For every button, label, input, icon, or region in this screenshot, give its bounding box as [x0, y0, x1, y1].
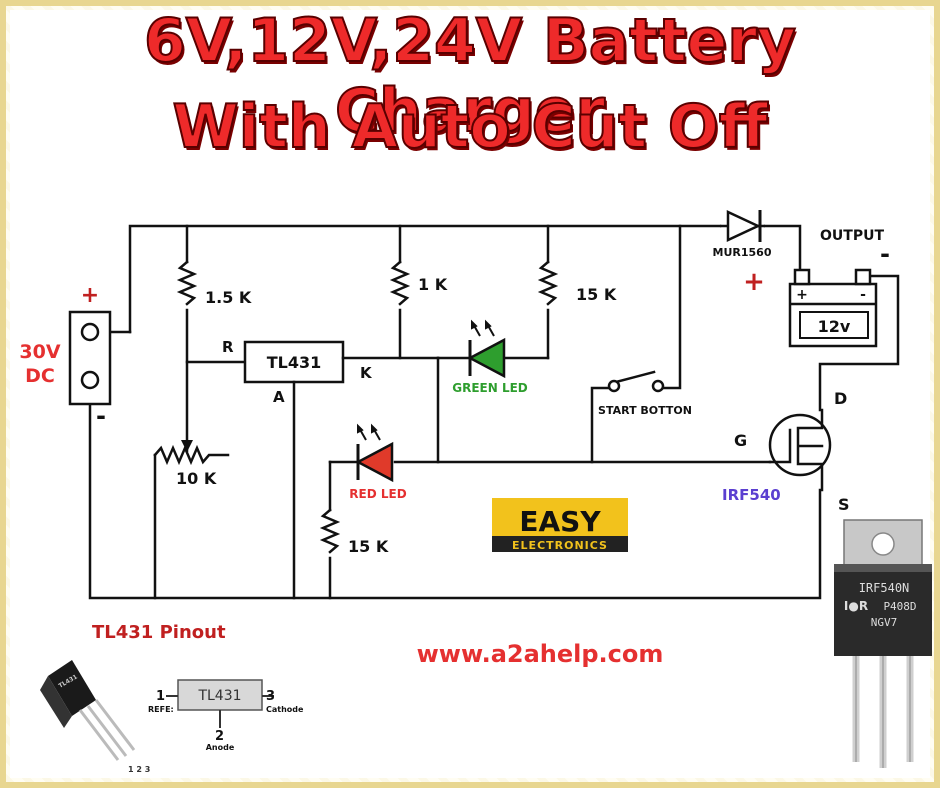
resistor-15k-bottom-label: 15 K	[348, 537, 389, 556]
resistor-15k-bottom	[319, 508, 341, 554]
start-button-label: START BOTTON	[598, 404, 692, 417]
green-led	[467, 319, 506, 379]
pot-arrow	[181, 440, 193, 452]
potentiometer-label: 10 K	[176, 469, 217, 488]
tl431-pin-schematic: TL431 1 REFE: 3 Cathode 2 Anode	[148, 679, 304, 752]
wire-start-right	[662, 224, 682, 390]
resistor-15k-top-label: 15 K	[576, 285, 617, 304]
to92-package-image: 1 2 3 TL431	[40, 660, 150, 774]
red-led	[355, 423, 394, 483]
logo-easy-text: EASY	[519, 505, 601, 538]
chip-label: TL431	[197, 688, 241, 704]
easy-electronics-logo: EASY ELECTRONICS	[492, 498, 628, 552]
pin-g-label: G	[734, 431, 747, 450]
pin-d-label: D	[834, 389, 847, 408]
pkg-brand: I●R	[844, 599, 868, 613]
supply-dc-label: DC	[25, 365, 55, 387]
pinout-title: TL431 Pinout	[92, 622, 226, 643]
pin2-number: 2	[215, 729, 224, 744]
output-minus-label: -	[880, 240, 890, 268]
green-led-label: GREEN LED	[452, 381, 528, 395]
start-contact-left	[607, 379, 621, 393]
pin3-number: 3	[266, 689, 275, 704]
irf540n-package-image: IRF540N I●R P408D NGV7	[834, 519, 932, 768]
pkg-line-1: IRF540N	[859, 581, 910, 595]
pin1-number: 1	[156, 689, 165, 704]
wire-r1-bottom	[185, 308, 247, 364]
pin-a-label: A	[273, 388, 285, 406]
red-led-label: RED LED	[349, 487, 406, 501]
pin1-name: REFE:	[148, 705, 174, 714]
pin-r-label: R	[222, 338, 234, 356]
plus-label: +	[81, 283, 99, 308]
diode-label: MUR1560	[713, 246, 772, 259]
potentiometer	[153, 444, 230, 466]
resistor-1k	[389, 260, 411, 306]
mosfet-gate	[768, 428, 792, 464]
content-area	[10, 10, 930, 778]
website-url: www.a2ahelp.com	[417, 640, 664, 668]
battery-plus-label: +	[796, 287, 808, 303]
wire-battery-minus	[818, 274, 900, 412]
wire-start-left	[590, 386, 610, 464]
logo-electronics-text: ELECTRONICS	[512, 539, 608, 552]
battery	[788, 268, 878, 348]
pin-k-label: K	[360, 364, 373, 382]
minus-label: -	[96, 402, 106, 430]
input-terminal	[68, 310, 112, 406]
resistor-1-5k	[176, 260, 198, 306]
title-line-1: 6V,12V,24V Battery Charger	[143, 5, 797, 147]
start-contact-right	[651, 379, 665, 393]
mosfet-label: IRF540	[722, 486, 781, 504]
wire-top-rail	[128, 224, 722, 334]
pin3-name: Cathode	[266, 705, 304, 714]
mosfet-channel	[796, 408, 824, 492]
resistor-1-5k-label: 1.5 K	[205, 288, 252, 307]
battery-minus-label: -	[860, 287, 866, 303]
diode-mur1560	[720, 210, 765, 242]
battery-voltage-label: 12v	[818, 317, 851, 336]
resistor-15k-top	[537, 260, 559, 306]
pin2-name: Anode	[206, 743, 235, 752]
start-switch	[614, 370, 656, 384]
wire-r2-bottom	[398, 308, 440, 360]
pin-s-label: S	[838, 495, 850, 514]
supply-voltage-label: 30V	[19, 341, 60, 363]
wire-input-minus	[88, 380, 822, 600]
pkg-line-2: P408D	[883, 600, 916, 613]
wire-top-right	[763, 224, 802, 272]
tl431-label: TL431	[267, 353, 322, 372]
to92-pin-numbers: 1 2 3	[128, 765, 150, 774]
output-label: OUTPUT	[820, 228, 884, 244]
resistor-1k-label: 1 K	[418, 275, 448, 294]
title-line-2: With Auto Cut Off	[172, 91, 769, 163]
pkg-line-3: NGV7	[871, 616, 898, 629]
output-plus-label: +	[743, 267, 765, 297]
